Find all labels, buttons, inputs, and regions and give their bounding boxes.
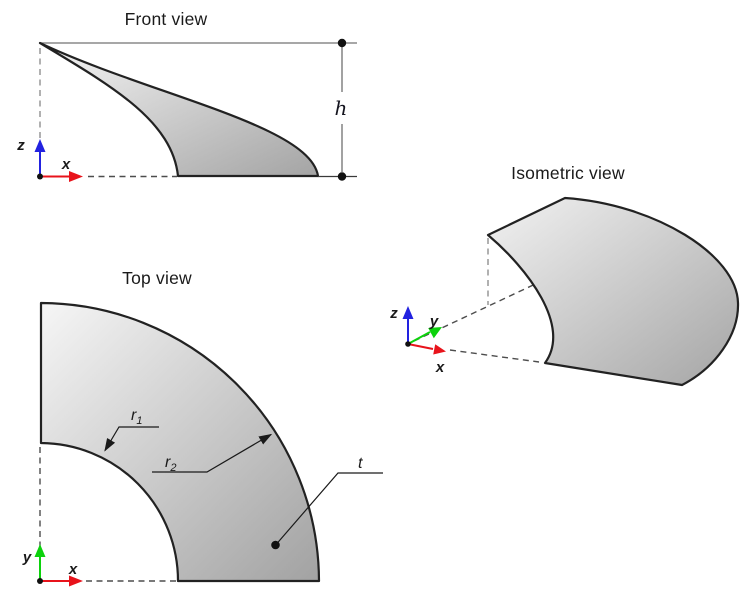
y-axis-arrowhead-icon: [34, 544, 46, 557]
isometric-axes-triad: z y x: [389, 305, 446, 376]
thickness-label: t: [358, 455, 363, 472]
iso-x-axis-label: x: [435, 359, 445, 376]
isometric-view-title: Isometric view: [511, 163, 625, 183]
front-axes-triad: z x: [16, 137, 83, 182]
x-axis-arrowhead-icon: [69, 575, 83, 587]
thickness-leader-line: [276, 472, 383, 545]
outer-radius-leader-line: [152, 433, 273, 473]
front-view-title: Front view: [125, 9, 208, 29]
top-x-axis-label: x: [68, 561, 78, 578]
z-axis-arrowhead-icon: [34, 139, 46, 152]
top-y-axis-label: y: [22, 549, 32, 566]
outer-radius-label-subscript: 2: [169, 462, 176, 474]
height-dimension-bottom-dot: [337, 172, 347, 181]
front-x-axis-label: x: [61, 156, 71, 173]
inner-radius-label-base: r: [131, 407, 137, 424]
inner-radius-label: r1: [131, 407, 142, 427]
height-label: h: [335, 96, 348, 120]
front-z-axis-label: z: [16, 137, 25, 154]
isometric-view: Isometric view z y x: [389, 163, 740, 387]
iso-y-axis-line: [407, 331, 431, 345]
inner-radius-dimension: r1: [104, 407, 159, 452]
outer-radius-dimension: r2: [152, 433, 273, 474]
x-axis-arrowhead-icon: [433, 344, 446, 355]
top-axes-triad: y x: [22, 544, 83, 587]
inner-radius-label-subscript: 1: [136, 415, 142, 427]
iso-y-axis-label: y: [429, 313, 439, 330]
inner-radius-leader-line: [104, 426, 159, 452]
outer-radius-label: r2: [165, 454, 176, 474]
iso-z-axis-label: z: [389, 305, 398, 322]
top-view: Top view r1 r2 t: [22, 268, 383, 587]
front-origin-dot: [37, 173, 43, 180]
iso-x-axis-line: [407, 343, 434, 350]
isometric-shape: [486, 196, 740, 387]
top-origin-dot: [37, 578, 43, 584]
top-view-title: Top view: [122, 268, 192, 288]
height-dimension-top-dot: [337, 38, 347, 48]
top-shape: [39, 301, 321, 583]
iso-origin-dot: [405, 341, 411, 347]
z-axis-arrowhead-icon: [402, 306, 414, 319]
front-shape: [38, 41, 320, 178]
front-view: Front view h z x: [16, 9, 357, 182]
iso-x-projection-dashed-line: [449, 349, 540, 363]
height-dimension: h: [335, 38, 348, 181]
x-axis-arrowhead-icon: [69, 171, 83, 182]
y-axis-arrowhead-icon: [428, 327, 442, 339]
thickness-dimension: t: [271, 455, 383, 550]
thickness-anchor-dot: [271, 540, 280, 550]
outer-radius-label-base: r: [165, 454, 171, 471]
